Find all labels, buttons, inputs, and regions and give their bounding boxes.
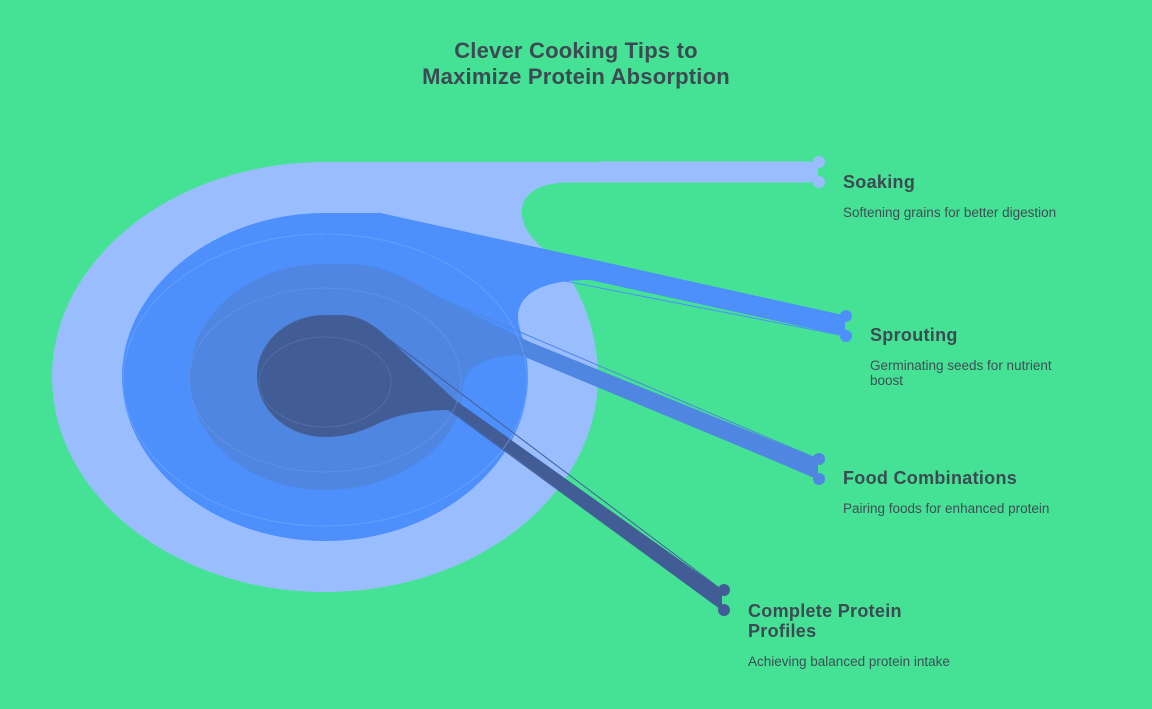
dot-protein-1 — [718, 584, 730, 596]
dot-food-1 — [813, 453, 825, 465]
dot-food-2 — [813, 473, 825, 485]
connector-sprouting-bottom — [324, 233, 846, 337]
connector-sprouting-top — [377, 212, 846, 317]
label-complete-protein: Complete Protein Profiles Achieving bala… — [748, 601, 963, 669]
title-line-2: Maximize Protein Absorption — [422, 64, 730, 89]
connector-protein-top — [389, 339, 723, 591]
dot-soaking-2 — [813, 176, 825, 188]
layer-complete-protein — [257, 315, 722, 610]
label-soaking: Soaking Softening grains for better dige… — [843, 172, 1063, 220]
label-sprouting: Sprouting Germinating seeds for nutrient… — [870, 325, 1060, 388]
connector-protein-bottom — [359, 344, 723, 611]
ring-highlight-3 — [188, 287, 462, 473]
label-food-combinations-heading: Food Combinations — [843, 468, 1018, 488]
title-line-1: Clever Cooking Tips to — [454, 38, 698, 63]
dot-protein-2 — [718, 604, 730, 616]
label-complete-protein-description: Achieving balanced protein intake — [748, 654, 950, 669]
label-food-combinations-description: Pairing foods for enhanced protein — [843, 501, 1050, 516]
dot-soaking-1 — [813, 156, 825, 168]
dot-sprouting-2 — [840, 330, 852, 342]
label-soaking-heading: Soaking — [843, 172, 916, 192]
dot-sprouting-1 — [840, 310, 852, 322]
connector-food-bottom — [399, 299, 819, 480]
label-sprouting-description: Germinating seeds for nutrient boost — [870, 358, 1052, 388]
label-sprouting-heading: Sprouting — [870, 325, 958, 345]
label-soaking-description: Softening grains for better digestion — [843, 205, 1057, 220]
label-complete-protein-heading: Complete Protein Profiles — [748, 601, 902, 641]
ring-highlight-4 — [258, 336, 392, 428]
page-title: Clever Cooking Tips to Maximize Protein … — [326, 38, 826, 90]
label-food-combinations: Food Combinations Pairing foods for enha… — [843, 468, 1083, 516]
connector-food-top — [439, 297, 819, 460]
